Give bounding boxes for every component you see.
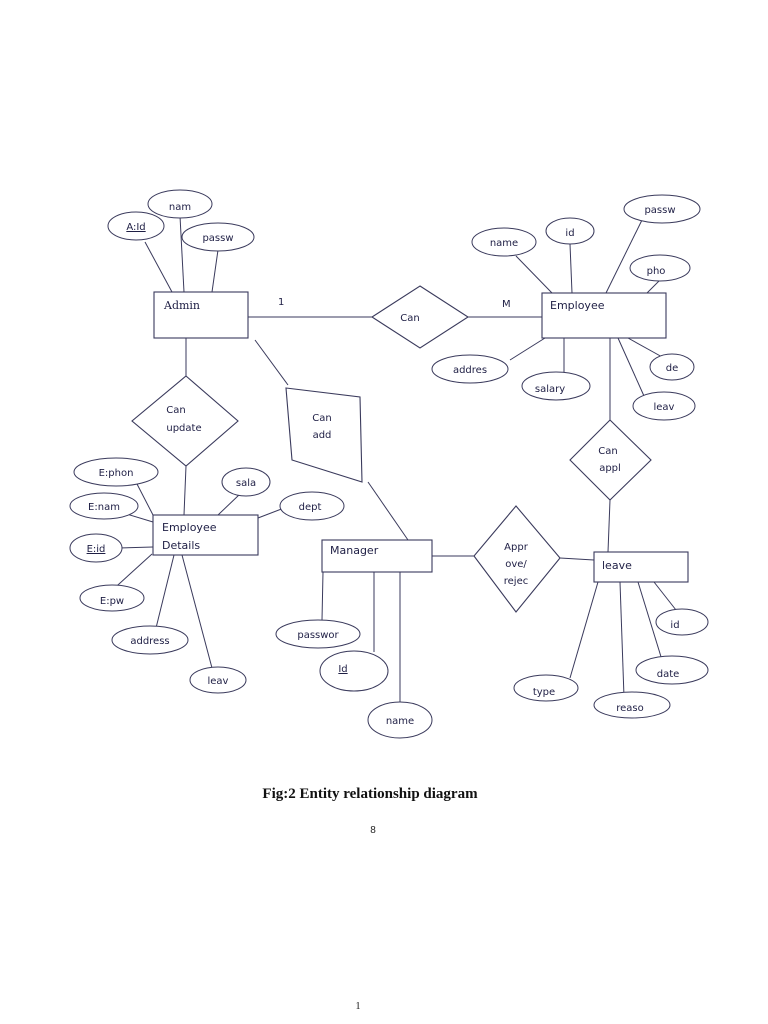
- employee-details-phone-attribute: E:phon: [73, 457, 159, 487]
- employee-details-salary-attribute: sala: [221, 467, 271, 497]
- leave-reason-attribute: reaso: [593, 691, 671, 719]
- svg-text:de: de: [666, 363, 679, 374]
- leave-id-attribute: id: [655, 608, 709, 636]
- admin-password-attribute: passw: [181, 222, 255, 252]
- can-update-relationship: Can update: [131, 375, 239, 467]
- employee-details-address-attribute: address: [111, 625, 189, 655]
- svg-text:name: name: [386, 716, 414, 727]
- employee-phone-attribute: pho: [629, 254, 691, 282]
- svg-text:passw: passw: [644, 205, 675, 216]
- leave-entity: leave: [593, 551, 689, 583]
- approve-reject-relationship: Appr ove/ rejec: [473, 505, 561, 613]
- manager-entity: Manager: [321, 539, 433, 573]
- employee-password-attribute: passw: [623, 194, 701, 224]
- svg-text:ove/: ove/: [505, 559, 527, 570]
- employee-details-id-attribute: E:id: [69, 533, 123, 563]
- svg-text:salary: salary: [535, 384, 565, 395]
- svg-text:E:id: E:id: [87, 544, 106, 555]
- figure-caption: Fig:2 Entity relationship diagram: [262, 786, 478, 802]
- admin-entity: Admin: [153, 291, 249, 339]
- leave-date-attribute: date: [635, 655, 709, 685]
- manager-password-attribute: passwor: [275, 619, 361, 649]
- leave-label: leave: [602, 559, 632, 572]
- employee-details-leave-attribute: leav: [189, 666, 247, 694]
- can-relationship: Can: [370, 285, 470, 349]
- svg-text:A:Id: A:Id: [126, 222, 145, 233]
- svg-text:id: id: [670, 620, 679, 631]
- can-add-relationship: Can add: [285, 387, 363, 483]
- svg-text:leav: leav: [208, 676, 229, 687]
- manager-label: Manager: [330, 544, 379, 557]
- employee-details-dept-attribute: dept: [279, 491, 345, 521]
- cardinality-many: M: [502, 299, 511, 310]
- employee-salary-attribute: salary: [521, 371, 591, 401]
- employee-label: Employee: [550, 299, 605, 312]
- employee-details-name-attribute: E:nam: [69, 492, 139, 520]
- svg-text:Can: Can: [598, 446, 617, 457]
- manager-name-attribute: name: [367, 701, 433, 739]
- leave-type-attribute: type: [513, 674, 579, 702]
- employee-entity: Employee: [541, 292, 667, 339]
- svg-text:address: address: [130, 636, 169, 647]
- svg-text:addres: addres: [453, 365, 487, 376]
- svg-text:E:pw: E:pw: [100, 596, 124, 607]
- cardinality-one: 1: [278, 297, 284, 308]
- svg-text:E:nam: E:nam: [88, 502, 120, 513]
- employee-leave-attribute: leav: [632, 391, 696, 421]
- employee-id-attribute: id: [545, 217, 595, 245]
- svg-text:Can: Can: [166, 405, 185, 416]
- manager-id-attribute: Id: [319, 650, 389, 692]
- admin-label: Admin: [163, 299, 200, 312]
- svg-text:nam: nam: [169, 202, 191, 213]
- svg-text:sala: sala: [236, 478, 256, 489]
- employee-details-password-attribute: E:pw: [79, 584, 145, 612]
- employee-name-attribute: name: [471, 227, 537, 257]
- svg-text:update: update: [166, 423, 201, 434]
- employee-dept-attribute: de: [649, 353, 695, 381]
- connector-lines: [107, 215, 677, 704]
- svg-text:leav: leav: [654, 402, 675, 413]
- section-page-number: 8: [370, 825, 376, 836]
- svg-text:passwor: passwor: [297, 630, 339, 641]
- svg-text:Details: Details: [162, 539, 200, 552]
- svg-text:name: name: [490, 238, 518, 249]
- svg-text:Id: Id: [338, 664, 347, 675]
- svg-text:reaso: reaso: [616, 703, 644, 714]
- svg-text:Can: Can: [400, 313, 419, 324]
- svg-text:dept: dept: [299, 502, 322, 513]
- svg-text:Appr: Appr: [504, 542, 529, 553]
- admin-name-attribute: nam: [147, 189, 213, 219]
- svg-text:E:phon: E:phon: [99, 468, 134, 479]
- svg-text:Employee: Employee: [162, 521, 217, 534]
- svg-text:type: type: [533, 687, 555, 698]
- admin-id-attribute: A:Id: [107, 211, 165, 241]
- footer-page-number: 1: [355, 1001, 361, 1012]
- svg-text:passw: passw: [202, 233, 233, 244]
- svg-text:Can: Can: [312, 413, 331, 424]
- can-apply-relationship: Can appl: [569, 419, 652, 501]
- svg-text:id: id: [565, 228, 574, 239]
- svg-text:rejec: rejec: [504, 576, 528, 587]
- svg-text:pho: pho: [647, 266, 666, 277]
- svg-text:date: date: [657, 669, 680, 680]
- svg-text:appl: appl: [599, 463, 621, 474]
- employee-address-attribute: addres: [431, 354, 509, 384]
- employee-details-entity: Employee Details: [152, 514, 259, 556]
- svg-text:add: add: [313, 430, 332, 441]
